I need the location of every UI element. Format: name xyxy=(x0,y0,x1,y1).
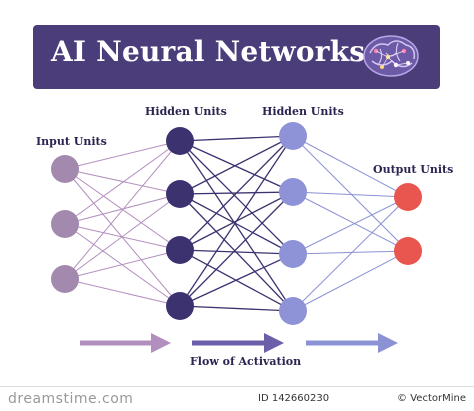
hidden2-node-1 xyxy=(279,122,307,150)
brand-logo: dreamstime.com xyxy=(8,391,134,407)
connection-hidden1-4-hidden2-4 xyxy=(179,305,294,312)
connection-hidden2-3-output-1 xyxy=(292,196,409,255)
connection-input-3-hidden1-1 xyxy=(64,140,181,280)
connection-hidden2-2-output-1 xyxy=(292,191,409,198)
hidden1-node-2 xyxy=(166,180,194,208)
connection-hidden1-3-hidden2-1 xyxy=(179,135,294,251)
connection-hidden1-4-hidden2-2 xyxy=(179,191,294,307)
hidden2-node-2 xyxy=(279,178,307,206)
page-title: AI Neural Networks xyxy=(51,35,366,68)
flow-of-activation-label: Flow of Activation xyxy=(190,355,302,368)
hidden-units-1-label: Hidden Units xyxy=(145,105,227,118)
neural-network-diagram xyxy=(51,122,422,353)
connection-hidden1-1-hidden2-2 xyxy=(179,140,294,193)
title-banner: AI Neural Networks xyxy=(33,25,440,89)
output-units-label: Output Units xyxy=(373,163,454,176)
input-node-1 xyxy=(51,155,79,183)
input-units-label: Input Units xyxy=(36,135,107,148)
output-node-1 xyxy=(394,183,422,211)
connection-input-1-hidden1-2 xyxy=(64,168,181,195)
hidden2-node-3 xyxy=(279,240,307,268)
connection-hidden2-4-output-2 xyxy=(292,250,409,312)
connection-input-3-hidden1-2 xyxy=(64,193,181,280)
image-id: ID 142660230 xyxy=(258,393,330,404)
connection-input-3-hidden1-4 xyxy=(64,278,181,307)
connection-hidden2-1-output-2 xyxy=(292,135,409,252)
connection-hidden2-3-output-2 xyxy=(292,250,409,255)
connection-hidden2-2-output-2 xyxy=(292,191,409,252)
connection-hidden2-4-output-1 xyxy=(292,196,409,312)
connection-hidden1-2-hidden2-3 xyxy=(179,193,294,255)
hidden-units-2-label: Hidden Units xyxy=(262,105,344,118)
author-credit: © VectorMine xyxy=(397,393,466,404)
connection-hidden1-2-hidden2-1 xyxy=(179,135,294,195)
connection-hidden1-1-hidden2-1 xyxy=(179,135,294,142)
hidden2-node-4 xyxy=(279,297,307,325)
connection-input-3-hidden1-3 xyxy=(64,249,181,280)
connection-hidden1-1-hidden2-3 xyxy=(179,140,294,255)
brain-icon xyxy=(363,35,419,77)
connection-input-1-hidden1-1 xyxy=(64,140,181,170)
hidden1-node-1 xyxy=(166,127,194,155)
connection-hidden1-4-hidden2-1 xyxy=(179,135,294,307)
connection-input-2-hidden1-2 xyxy=(64,193,181,225)
hidden1-node-4 xyxy=(166,292,194,320)
hidden1-node-3 xyxy=(166,236,194,264)
footer: dreamstime.com ID 142660230 © VectorMine xyxy=(0,386,474,411)
connection-hidden2-1-output-1 xyxy=(292,135,409,198)
connection-hidden1-3-hidden2-3 xyxy=(179,249,294,255)
connection-hidden1-1-hidden2-4 xyxy=(179,140,294,312)
output-node-2 xyxy=(394,237,422,265)
connection-hidden1-4-hidden2-3 xyxy=(179,253,294,307)
connection-input-2-hidden1-1 xyxy=(64,140,181,225)
input-node-2 xyxy=(51,210,79,238)
input-node-3 xyxy=(51,265,79,293)
